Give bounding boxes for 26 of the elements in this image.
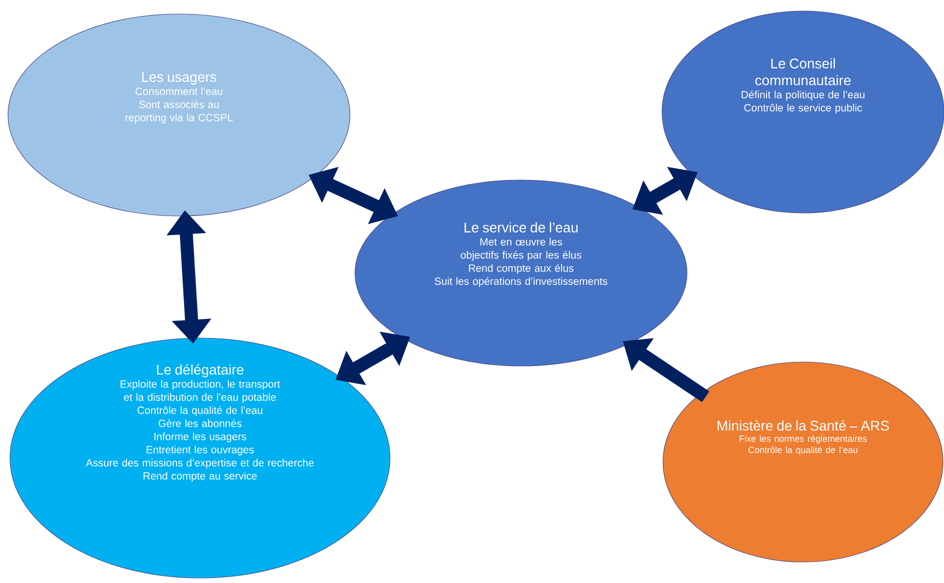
node-title: Les usagers bbox=[142, 72, 216, 85]
node-text: Assure des missions d’expertise et de recherche bbox=[86, 458, 314, 469]
node-text: Entretient les ouvrages bbox=[146, 446, 254, 456]
node-text: Suit les opérations d’investissements bbox=[434, 277, 608, 288]
ellipse-node bbox=[662, 362, 944, 562]
node-text: Consomment l’eau bbox=[136, 87, 222, 96]
node-title: Ministère de la Santé – ARS bbox=[718, 420, 889, 431]
ellipse-node bbox=[354, 180, 688, 366]
node-text: Contrôle le service public bbox=[744, 104, 862, 114]
ellipse-node bbox=[662, 10, 944, 214]
ellipse-node bbox=[10, 338, 390, 578]
node-title: Le délégataire bbox=[157, 364, 244, 378]
node-text: Met en œuvre les objectifs fixés par les élus bbox=[460, 238, 582, 261]
node-text: Contrôle la qualité de l’eau bbox=[748, 446, 858, 455]
node-text: Rend compte aux élus bbox=[469, 264, 574, 274]
ellipse-node bbox=[8, 14, 350, 216]
node-text: Fixe les normes réglementaires bbox=[740, 435, 867, 444]
node-text: Informe les usagers bbox=[154, 432, 246, 442]
node-text: Sont associés au reporting via la CCSPL bbox=[126, 100, 233, 124]
node-text: Exploite la production, le transport et la distribution de l’eau potable bbox=[120, 380, 280, 403]
node-text: Gère les abonnés bbox=[158, 419, 242, 428]
node-title: Le service de l’eau bbox=[464, 222, 578, 232]
node-text: Définit la politique de l’eau bbox=[742, 90, 864, 100]
node-text: Contrôle la qualité de l’eau bbox=[138, 406, 262, 416]
node-title: Le Conseil communautaire bbox=[755, 58, 851, 86]
node-text: Rend compte au service bbox=[144, 472, 257, 482]
